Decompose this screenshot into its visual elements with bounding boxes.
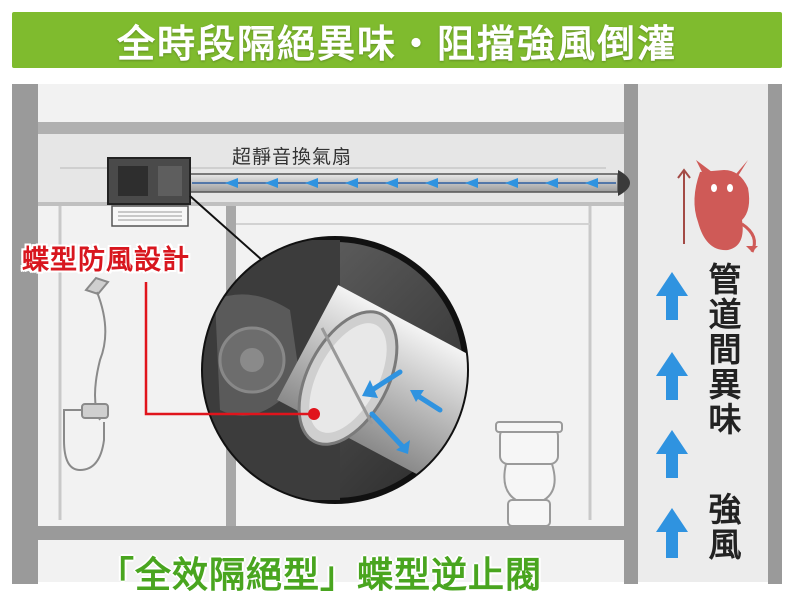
toilet-icon — [495, 421, 563, 527]
butterfly-design-label: 蝶型防風設計 — [22, 245, 190, 276]
upward-wind-arrows — [656, 272, 688, 558]
product-name-caption: 「全效隔絕型」蝶型逆止閥 — [97, 555, 542, 596]
title-banner: 全時段隔絕異味・阻擋強風倒灌 — [12, 12, 782, 68]
fan-label: 超靜音換氣扇 — [232, 146, 353, 168]
banner-title: 全時段隔絕異味・阻擋強風倒灌 — [116, 21, 677, 66]
shower-icon — [63, 276, 110, 471]
butterfly-pointer-line — [144, 282, 314, 416]
duct-smell-label: 管道間異味 — [703, 262, 742, 437]
strong-wind-label: 強風 — [703, 492, 742, 562]
exhaust-duct — [189, 170, 630, 196]
duct-flow-arrows — [225, 178, 598, 188]
exhaust-fan-unit — [107, 157, 191, 227]
zoom-connector — [189, 195, 263, 261]
devil-mascot-icon — [677, 160, 758, 253]
